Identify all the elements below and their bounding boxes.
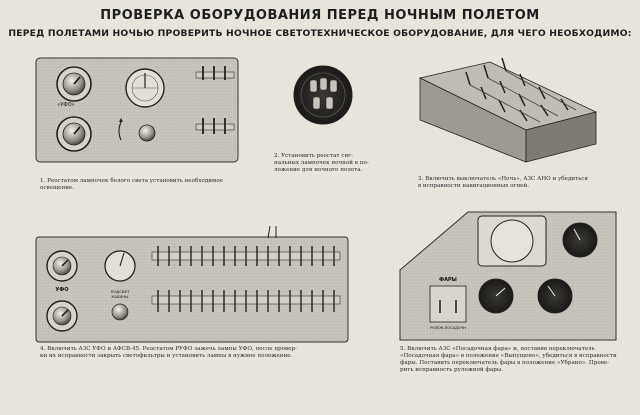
step-1-caption: 1. Реостатом лампочек белого света устан… [40,178,224,191]
panel-5-landing-light [399,211,617,341]
step-5-caption: 5. Включить АЗС «Посадочная фара» и, пос… [400,346,617,373]
step-3-caption: 3. Включить выключатель «Ночь», АЗС АНО … [418,176,588,189]
poster-title: ПРОВЕРКА ОБОРУДОВАНИЯ ПЕРЕД НОЧНЫМ ПОЛЕТ… [100,8,540,23]
poster-subtitle: ПЕРЕД ПОЛЕТАМИ НОЧЬЮ ПРОВЕРИТЬ НОЧНОЕ СВ… [8,28,632,39]
panel-2-signal-lamps [293,65,353,125]
step-2-caption: 2. Установить реостат сиг- нальных лампо… [274,153,369,173]
panel-1-white-light [35,57,239,163]
step-4-caption: 4. Включить АЗС УФО и АФСВ-45. Реостатом… [40,346,297,359]
faru-label: ФАРЫ [439,277,457,283]
podsvet-sub-label: КАБИНЫ [112,294,129,299]
panel-3-nav-lights [418,57,598,163]
panel-4-ufo [35,225,349,343]
podsvet-label: ПОДСВЕТ [111,289,130,294]
ufo-bottom-label: УФО [55,287,68,293]
ufo-top-label: «УФО» [57,102,74,108]
faru-sub-label: РУЛЕЖ-ПОСАДОЧН [430,326,466,330]
